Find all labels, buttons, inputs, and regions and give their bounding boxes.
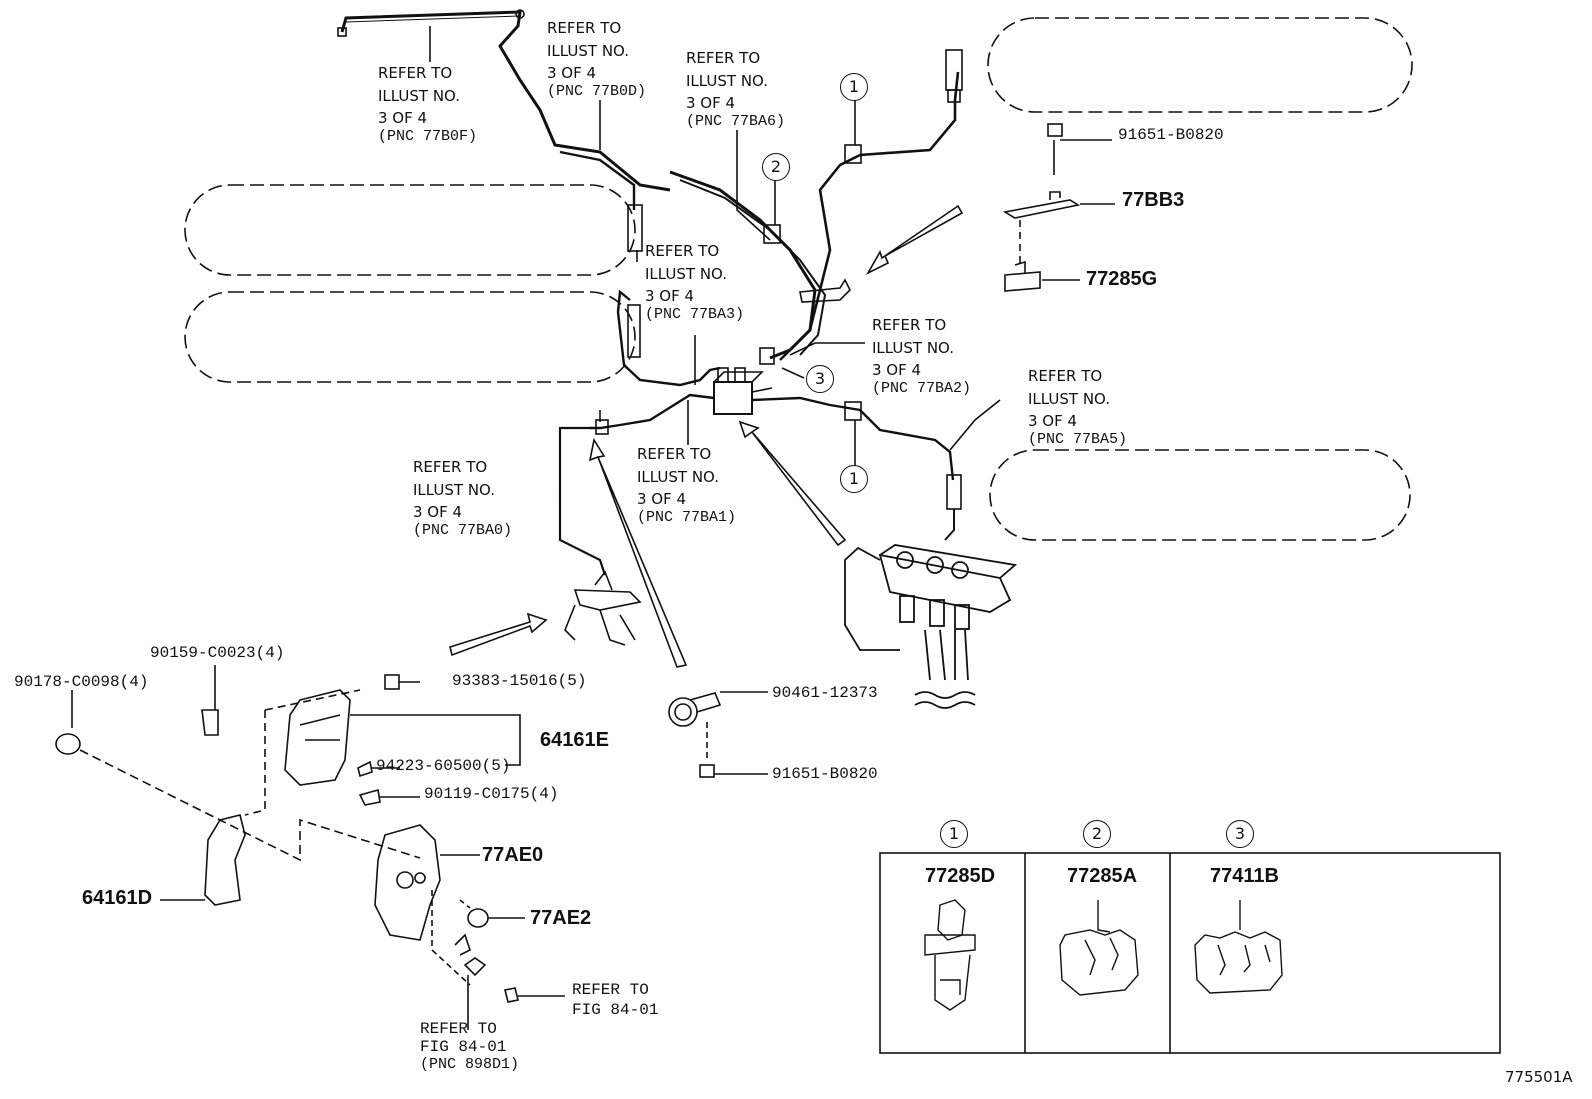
- part-91651-b0820-bottom: 91651-B0820: [772, 765, 878, 783]
- callout-1-top: 1: [840, 73, 868, 101]
- part-77ae2: 77AE2: [530, 907, 592, 929]
- callout-2: 2: [762, 153, 790, 181]
- part-90159-c0023: 90159-C0023(4): [150, 644, 285, 662]
- tank-valve-2: [627, 204, 643, 252]
- legend-part-77285d: [924, 899, 976, 1011]
- top-hose: [340, 10, 671, 192]
- fuel-rail-assembly: [844, 544, 1018, 709]
- phantom-tank-mid-left-1: [184, 184, 636, 276]
- junction-block: [713, 381, 753, 415]
- part-90178-c0098: 90178-C0098(4): [14, 673, 149, 691]
- legend-part-label-77285a: 77285A: [1067, 865, 1138, 887]
- phantom-tank-lower-right: [989, 449, 1411, 541]
- legend-part-77285a: [1059, 900, 1139, 996]
- phantom-tank-mid-left-2: [184, 291, 636, 383]
- legend-part-label-77285d: 77285D: [925, 865, 996, 887]
- legend-table: [879, 852, 1501, 1054]
- bracket-clip: [799, 278, 851, 303]
- pipe-to-tank-4: [751, 396, 955, 481]
- part-77bb3: 77BB3: [1122, 189, 1185, 211]
- legend-part-label-77411b: 77411B: [1210, 865, 1279, 887]
- part-93383-15016: 93383-15016(5): [452, 672, 587, 690]
- clip-77285g: [1004, 271, 1041, 292]
- tank-valve-1: [945, 49, 963, 91]
- legend-callout-3: 3: [1226, 820, 1254, 848]
- cap-77ae2: [467, 908, 489, 928]
- bracket-64161d: [204, 814, 246, 906]
- part-77ae0: 77AE0: [482, 844, 544, 866]
- pointer-arrows: [449, 204, 964, 668]
- bracket-77bb3: [1002, 199, 1081, 219]
- pipe-to-tank-3: [616, 289, 721, 387]
- legend-part-77411b: [1194, 900, 1283, 994]
- legend-callout-1: 1: [940, 820, 968, 848]
- part-94223-60500: 94223-60500(5): [376, 757, 511, 775]
- callout-1-bottom: 1: [840, 465, 868, 493]
- part-90461-12373: 90461-12373: [772, 684, 878, 702]
- part-90119-c0175: 90119-C0175(4): [424, 785, 559, 803]
- callout-3: 3: [806, 365, 834, 393]
- part-64161e: 64161E: [540, 729, 609, 751]
- plate-77ae0: [374, 824, 441, 941]
- phantom-tank-upper-right: [987, 17, 1413, 113]
- part-64161d: 64161D: [82, 887, 153, 909]
- part-91651-b0820-top: 91651-B0820: [1118, 126, 1224, 144]
- pipe-to-valve: [590, 393, 715, 430]
- part-77285g: 77285G: [1086, 268, 1158, 290]
- legend-callout-2: 2: [1083, 820, 1111, 848]
- valve-assembly: [564, 570, 642, 646]
- illustration-id: 775501A: [1505, 1068, 1573, 1086]
